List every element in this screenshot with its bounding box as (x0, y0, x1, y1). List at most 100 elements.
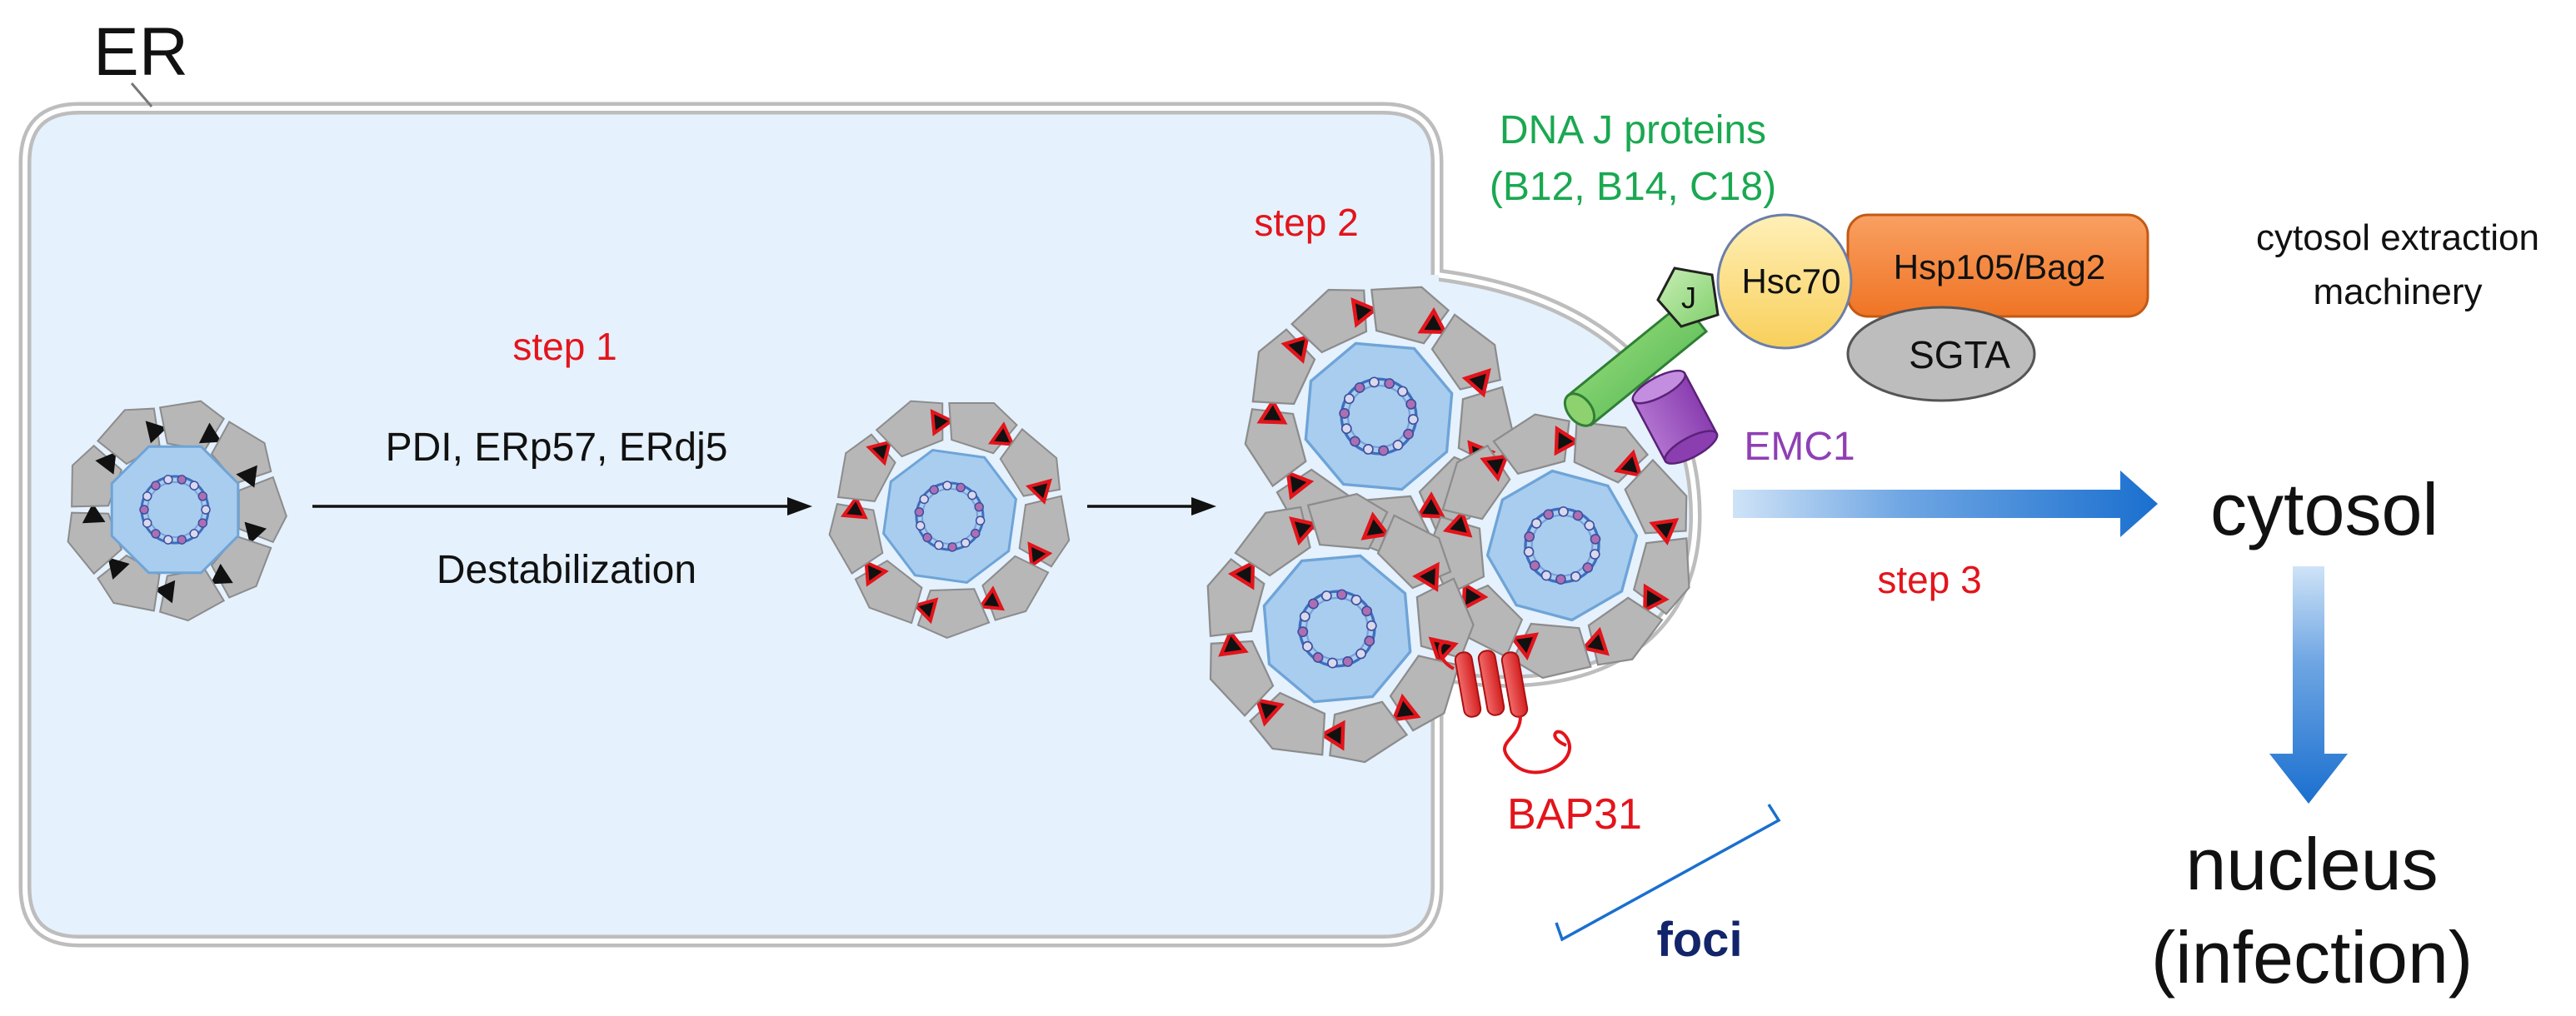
vp2-vp3-marker (1218, 629, 1249, 657)
histone-bead (189, 529, 199, 539)
hsc70-label: Hsc70 (1741, 261, 1840, 301)
capsid-pentamer (828, 503, 884, 575)
vp2-vp3-marker (1360, 511, 1391, 540)
virion-destabilized (828, 400, 1071, 640)
histone-bead (975, 515, 986, 525)
vp2-vp3-marker (840, 495, 868, 520)
vp2-vp3-marker (864, 560, 890, 587)
vp2-vp3-marker (236, 465, 257, 488)
vp2-vp3-marker (1412, 561, 1440, 592)
histone-bead (1529, 560, 1540, 571)
step2-label: step 2 (1254, 201, 1358, 244)
vp2-vp3-marker (244, 521, 267, 545)
vp2-vp3-marker (95, 451, 117, 475)
histone-bead (197, 491, 208, 501)
histone-bead (956, 482, 966, 493)
emc1-label: EMC1 (1744, 425, 1855, 469)
histone-bead (1589, 549, 1600, 560)
dnaj-label-line2: (B12, B14, C18) (1490, 165, 1776, 209)
machinery-label-line1: cytosol extraction (2256, 217, 2539, 258)
step1-enzymes: PDI, ERp57, ERdj5 (386, 426, 728, 470)
histone-bead (947, 542, 957, 552)
vp2-vp3-marker (1417, 306, 1448, 335)
capsid-pentamer (1234, 506, 1311, 577)
histone-bead (1301, 640, 1313, 652)
vp2-vp3-marker (1390, 693, 1421, 722)
histone-bead (1339, 407, 1350, 419)
vp2-vp3-marker (1643, 583, 1670, 614)
hsp105-bag2-protein: Hsp105/Bag2 (1846, 213, 2149, 318)
histone-bead (177, 535, 187, 545)
step3-arrow (1733, 471, 2158, 537)
histone-bead (1555, 574, 1566, 585)
histone-bead (1530, 518, 1542, 529)
vp2-vp3-marker (1461, 368, 1491, 398)
sgta-label: SGTA (1909, 333, 2010, 376)
histone-bead (1392, 440, 1404, 451)
vp2-vp3-marker (1227, 560, 1256, 590)
er-label: ER (93, 14, 188, 90)
vp2-vp3-marker (198, 422, 222, 444)
capsid-pentamer (999, 427, 1061, 497)
bap31-label: BAP31 (1507, 790, 1642, 839)
histone-bead (1342, 656, 1354, 667)
j-domain: J (1656, 266, 1720, 328)
histone-bead (1405, 398, 1417, 410)
capsid-core (1262, 554, 1412, 704)
vp2-vp3-marker (1614, 449, 1643, 478)
capsid-pentamer (1209, 640, 1275, 718)
histone-bead (934, 540, 944, 550)
bap31-protein (1438, 640, 1571, 774)
histone-bead (189, 481, 199, 491)
histone-bead (1299, 610, 1310, 622)
histone-bead (942, 481, 952, 491)
capsid-pentamer (1430, 313, 1502, 391)
step1-arrowhead (787, 497, 812, 515)
emc1-protein (1631, 369, 1719, 465)
histone-bead (177, 475, 187, 485)
histone-bead (974, 501, 984, 512)
histone-bead (1364, 635, 1375, 647)
capsid-pentamer (1244, 408, 1307, 488)
nucleus-arrow (2269, 566, 2348, 804)
foci-label: foci (1656, 913, 1742, 967)
hsc70-protein: Hsc70 (1716, 213, 1853, 350)
histone-bead (1368, 376, 1380, 388)
histone-bead (1403, 428, 1415, 440)
vp2-vp3-marker (1480, 454, 1510, 482)
vp2-vp3-marker (930, 409, 955, 436)
vp2-vp3-marker (1026, 478, 1052, 505)
histone-bead (1397, 386, 1409, 397)
vp2-vp3-marker (1461, 581, 1489, 611)
histone-bead (1543, 509, 1555, 520)
dnaj-protein (1563, 300, 1709, 427)
histone-bead (1349, 436, 1360, 447)
vp2-vp3-marker (1318, 720, 1345, 751)
histone-bead (1326, 657, 1338, 669)
vp2-vp3-marker (1255, 697, 1285, 727)
vp2-vp3-marker (1350, 297, 1379, 328)
vp2-vp3-marker (154, 580, 176, 604)
histone-bead (1524, 531, 1535, 542)
capsid-core (110, 445, 240, 575)
histone-bead (919, 494, 930, 505)
histone-bead (1584, 520, 1595, 531)
dnaj-label-line1: DNA J proteins (1500, 108, 1766, 152)
vp2-vp3-marker (1509, 632, 1540, 661)
capsid-pentamer (1492, 413, 1570, 476)
vp2-vp3-marker (912, 597, 939, 625)
histone-bead (1336, 589, 1348, 600)
histone-bead (1378, 445, 1390, 456)
histone-bead (1523, 546, 1535, 557)
histone-bead (163, 535, 173, 545)
histone-bead (1312, 652, 1324, 663)
vp2-vp3-marker (210, 563, 233, 585)
histone-bead (1384, 378, 1395, 389)
histone-bead (1582, 562, 1594, 573)
step1-process: Destabilization (437, 548, 696, 592)
histone-bead (1320, 590, 1332, 601)
vp2-vp3-marker (988, 421, 1016, 446)
histone-bead (1407, 414, 1419, 426)
histone-bead (1361, 605, 1373, 617)
